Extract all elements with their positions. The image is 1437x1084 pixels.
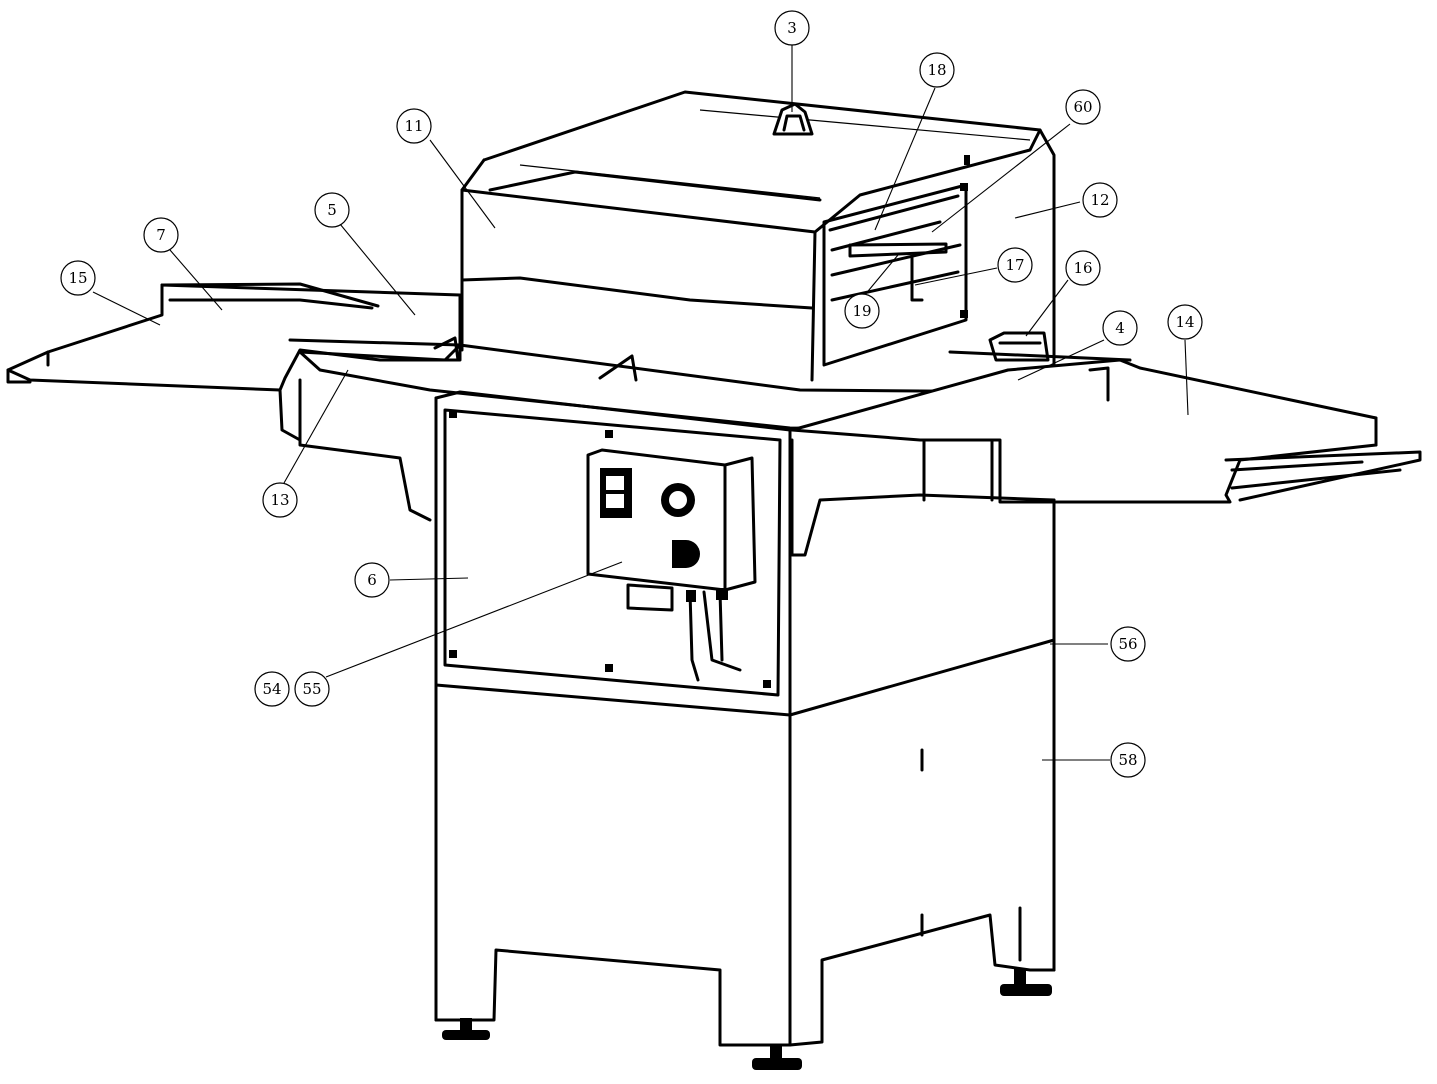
callout-58-label: 58 <box>1118 751 1137 769</box>
callout-6: 6 <box>354 562 390 598</box>
callout-5: 5 <box>314 192 350 228</box>
foot-left <box>442 1018 490 1040</box>
callout-12-label: 12 <box>1090 191 1109 209</box>
callout-19: 19 <box>844 293 880 329</box>
callout-7: 7 <box>143 217 179 253</box>
callout-17: 17 <box>997 247 1033 283</box>
callout-13-label: 13 <box>270 491 289 509</box>
callout-54-label: 54 <box>262 680 281 698</box>
callout-60-label: 60 <box>1073 98 1092 116</box>
foot-right <box>1000 968 1052 996</box>
callout-12: 12 <box>1082 182 1118 218</box>
callout-16-label: 16 <box>1073 259 1092 277</box>
callout-15: 15 <box>60 260 96 296</box>
callout-3: 3 <box>774 10 810 46</box>
callout-56-label: 56 <box>1118 635 1137 653</box>
callout-7-label: 7 <box>156 226 166 244</box>
foot-center <box>752 1045 802 1070</box>
callout-3-label: 3 <box>787 19 797 37</box>
callout-4: 4 <box>1102 310 1138 346</box>
callout-6-label: 6 <box>367 571 377 589</box>
callout-5-label: 5 <box>327 201 337 219</box>
callout-16: 16 <box>1065 250 1101 286</box>
callout-56: 56 <box>1110 626 1146 662</box>
callout-60: 60 <box>1065 89 1101 125</box>
callout-15-label: 15 <box>68 269 87 287</box>
callout-18-label: 18 <box>927 61 946 79</box>
machine-body <box>6 90 1422 1070</box>
callout-19-label: 19 <box>852 302 871 320</box>
callout-13: 13 <box>262 482 298 518</box>
callout-11-label: 11 <box>404 117 423 135</box>
callout-18: 18 <box>919 52 955 88</box>
callout-58: 58 <box>1110 742 1146 778</box>
callout-14-label: 14 <box>1175 313 1194 331</box>
callout-54: 54 <box>254 671 290 707</box>
leader-lines <box>92 42 1189 761</box>
callout-55-label: 55 <box>302 680 321 698</box>
callout-11: 11 <box>396 108 432 144</box>
callout-14: 14 <box>1167 304 1203 340</box>
callout-4-label: 4 <box>1115 319 1125 337</box>
callout-55: 55 <box>294 671 330 707</box>
callout-17-label: 17 <box>1005 256 1024 274</box>
